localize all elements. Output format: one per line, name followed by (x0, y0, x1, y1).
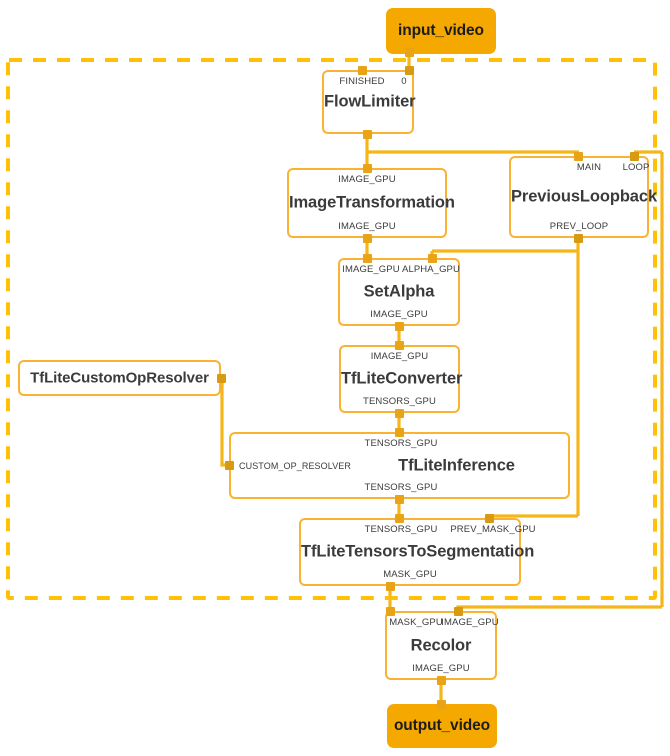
port-label-recolor-mask: MASK_GPU (389, 617, 443, 628)
port-label-setalpha-alpha: ALPHA_GPU (402, 264, 460, 275)
node-output-video[interactable]: output_video (387, 704, 497, 748)
port-setalpha-alpha-in[interactable] (428, 254, 437, 263)
port-output-video-in[interactable] (437, 700, 446, 709)
node-previousloopback[interactable]: MAIN LOOP PreviousLoopback PREV_LOOP (509, 156, 658, 238)
node-output-video-label: output_video (393, 717, 491, 734)
node-recolor[interactable]: MASK_GPU IMAGE_GPU Recolor IMAGE_GPU (385, 611, 499, 680)
node-tflitecustomopresolver[interactable]: TfLiteCustomOpResolver (18, 360, 221, 396)
port-label-previousloopback-loop: LOOP (622, 162, 650, 173)
port-flowlimiter-finished[interactable] (358, 66, 367, 75)
port-tfliteconverter-in[interactable] (395, 341, 404, 350)
node-imagetransformation[interactable]: IMAGE_GPU ImageTransformation IMAGE_GPU (287, 168, 455, 238)
node-tfliteconverter-label: TfLiteConverter (341, 369, 463, 388)
port-flowlimiter-0[interactable] (405, 66, 414, 75)
port-previousloopback-main[interactable] (574, 152, 583, 161)
port-label-recolor-out: IMAGE_GPU (412, 663, 470, 674)
node-tflitetensorstosegmentation[interactable]: TENSORS_GPU PREV_MASK_GPU TfLiteTensorsT… (299, 518, 536, 586)
port-label-flowlimiter-0: 0 (401, 76, 407, 87)
port-imagetransformation-in[interactable] (363, 164, 372, 173)
port-label-tfliteinference-out: TENSORS_GPU (364, 482, 438, 493)
node-tfliteconverter[interactable]: IMAGE_GPU TfLiteConverter TENSORS_GPU (339, 345, 463, 413)
port-label-tfliteinference-in: TENSORS_GPU (364, 438, 438, 449)
port-tfliteinference-tensors-in[interactable] (395, 428, 404, 437)
port-label-flowlimiter-finished: FINISHED (339, 76, 385, 87)
port-previousloopback-prevloop[interactable] (574, 234, 583, 243)
node-setalpha-label: SetAlpha (363, 282, 435, 301)
node-tflitetensorstosegmentation-label: TfLiteTensorsToSegmentation (301, 542, 535, 561)
port-previousloopback-loop[interactable] (630, 152, 639, 161)
port-label-setalpha-out: IMAGE_GPU (370, 309, 428, 320)
node-flowlimiter-label: FlowLimiter (324, 92, 416, 111)
port-label-previousloopback-main: MAIN (576, 162, 602, 173)
node-previousloopback-label: PreviousLoopback (511, 187, 658, 206)
port-tfliteconverter-out[interactable] (395, 409, 404, 418)
port-label-tfliteconverter-in: IMAGE_GPU (370, 351, 429, 362)
port-label-recolor-image: IMAGE_GPU (441, 617, 499, 628)
port-tfliteinference-out[interactable] (395, 495, 404, 504)
port-segmentation-prevmask-in[interactable] (485, 514, 494, 523)
node-recolor-label: Recolor (410, 636, 472, 654)
port-label-tfliteconverter-out: TENSORS_GPU (363, 396, 436, 407)
port-input-video-out[interactable] (405, 48, 414, 57)
port-recolor-out[interactable] (437, 676, 446, 685)
port-recolor-mask-in[interactable] (386, 607, 395, 616)
port-segmentation-tensors-in[interactable] (395, 514, 404, 523)
port-label-tfliteinference-customop: CUSTOM_OP_RESOLVER (239, 460, 351, 471)
node-flowlimiter[interactable]: FINISHED 0 FlowLimiter (322, 70, 416, 134)
node-tfliteinference-label: TfLiteInference (398, 456, 515, 474)
port-tfliteinference-customop-in[interactable] (225, 461, 234, 470)
port-label-segmentation-tensors: TENSORS_GPU (364, 524, 438, 535)
node-setalpha[interactable]: IMAGE_GPU ALPHA_GPU SetAlpha IMAGE_GPU (338, 258, 460, 326)
node-input-video-label: input_video (398, 22, 484, 39)
port-setalpha-out[interactable] (395, 322, 404, 331)
node-tflitecustomopresolver-label: TfLiteCustomOpResolver (30, 369, 209, 387)
subgraph-dashed-boundary (6, 58, 657, 600)
port-setalpha-image-in[interactable] (363, 254, 372, 263)
port-label-setalpha-image: IMAGE_GPU (342, 264, 400, 275)
port-label-imagetransformation-out: IMAGE_GPU (338, 221, 396, 232)
port-recolor-image-in[interactable] (454, 607, 463, 616)
node-tfliteinference[interactable]: TENSORS_GPU CUSTOM_OP_RESOLVER TfLiteInf… (229, 432, 570, 499)
port-label-previousloopback-out: PREV_LOOP (549, 221, 609, 232)
port-imagetransformation-out[interactable] (363, 234, 372, 243)
port-segmentation-out[interactable] (386, 582, 395, 591)
node-imagetransformation-label: ImageTransformation (289, 193, 455, 212)
port-label-imagetransformation-in: IMAGE_GPU (338, 174, 396, 185)
node-input-video[interactable]: input_video (386, 8, 496, 54)
port-flowlimiter-out[interactable] (363, 130, 372, 139)
port-tflitecustomopresolver-out[interactable] (217, 374, 226, 383)
port-label-segmentation-prevmask: PREV_MASK_GPU (450, 524, 536, 535)
port-label-segmentation-out: MASK_GPU (383, 569, 437, 580)
